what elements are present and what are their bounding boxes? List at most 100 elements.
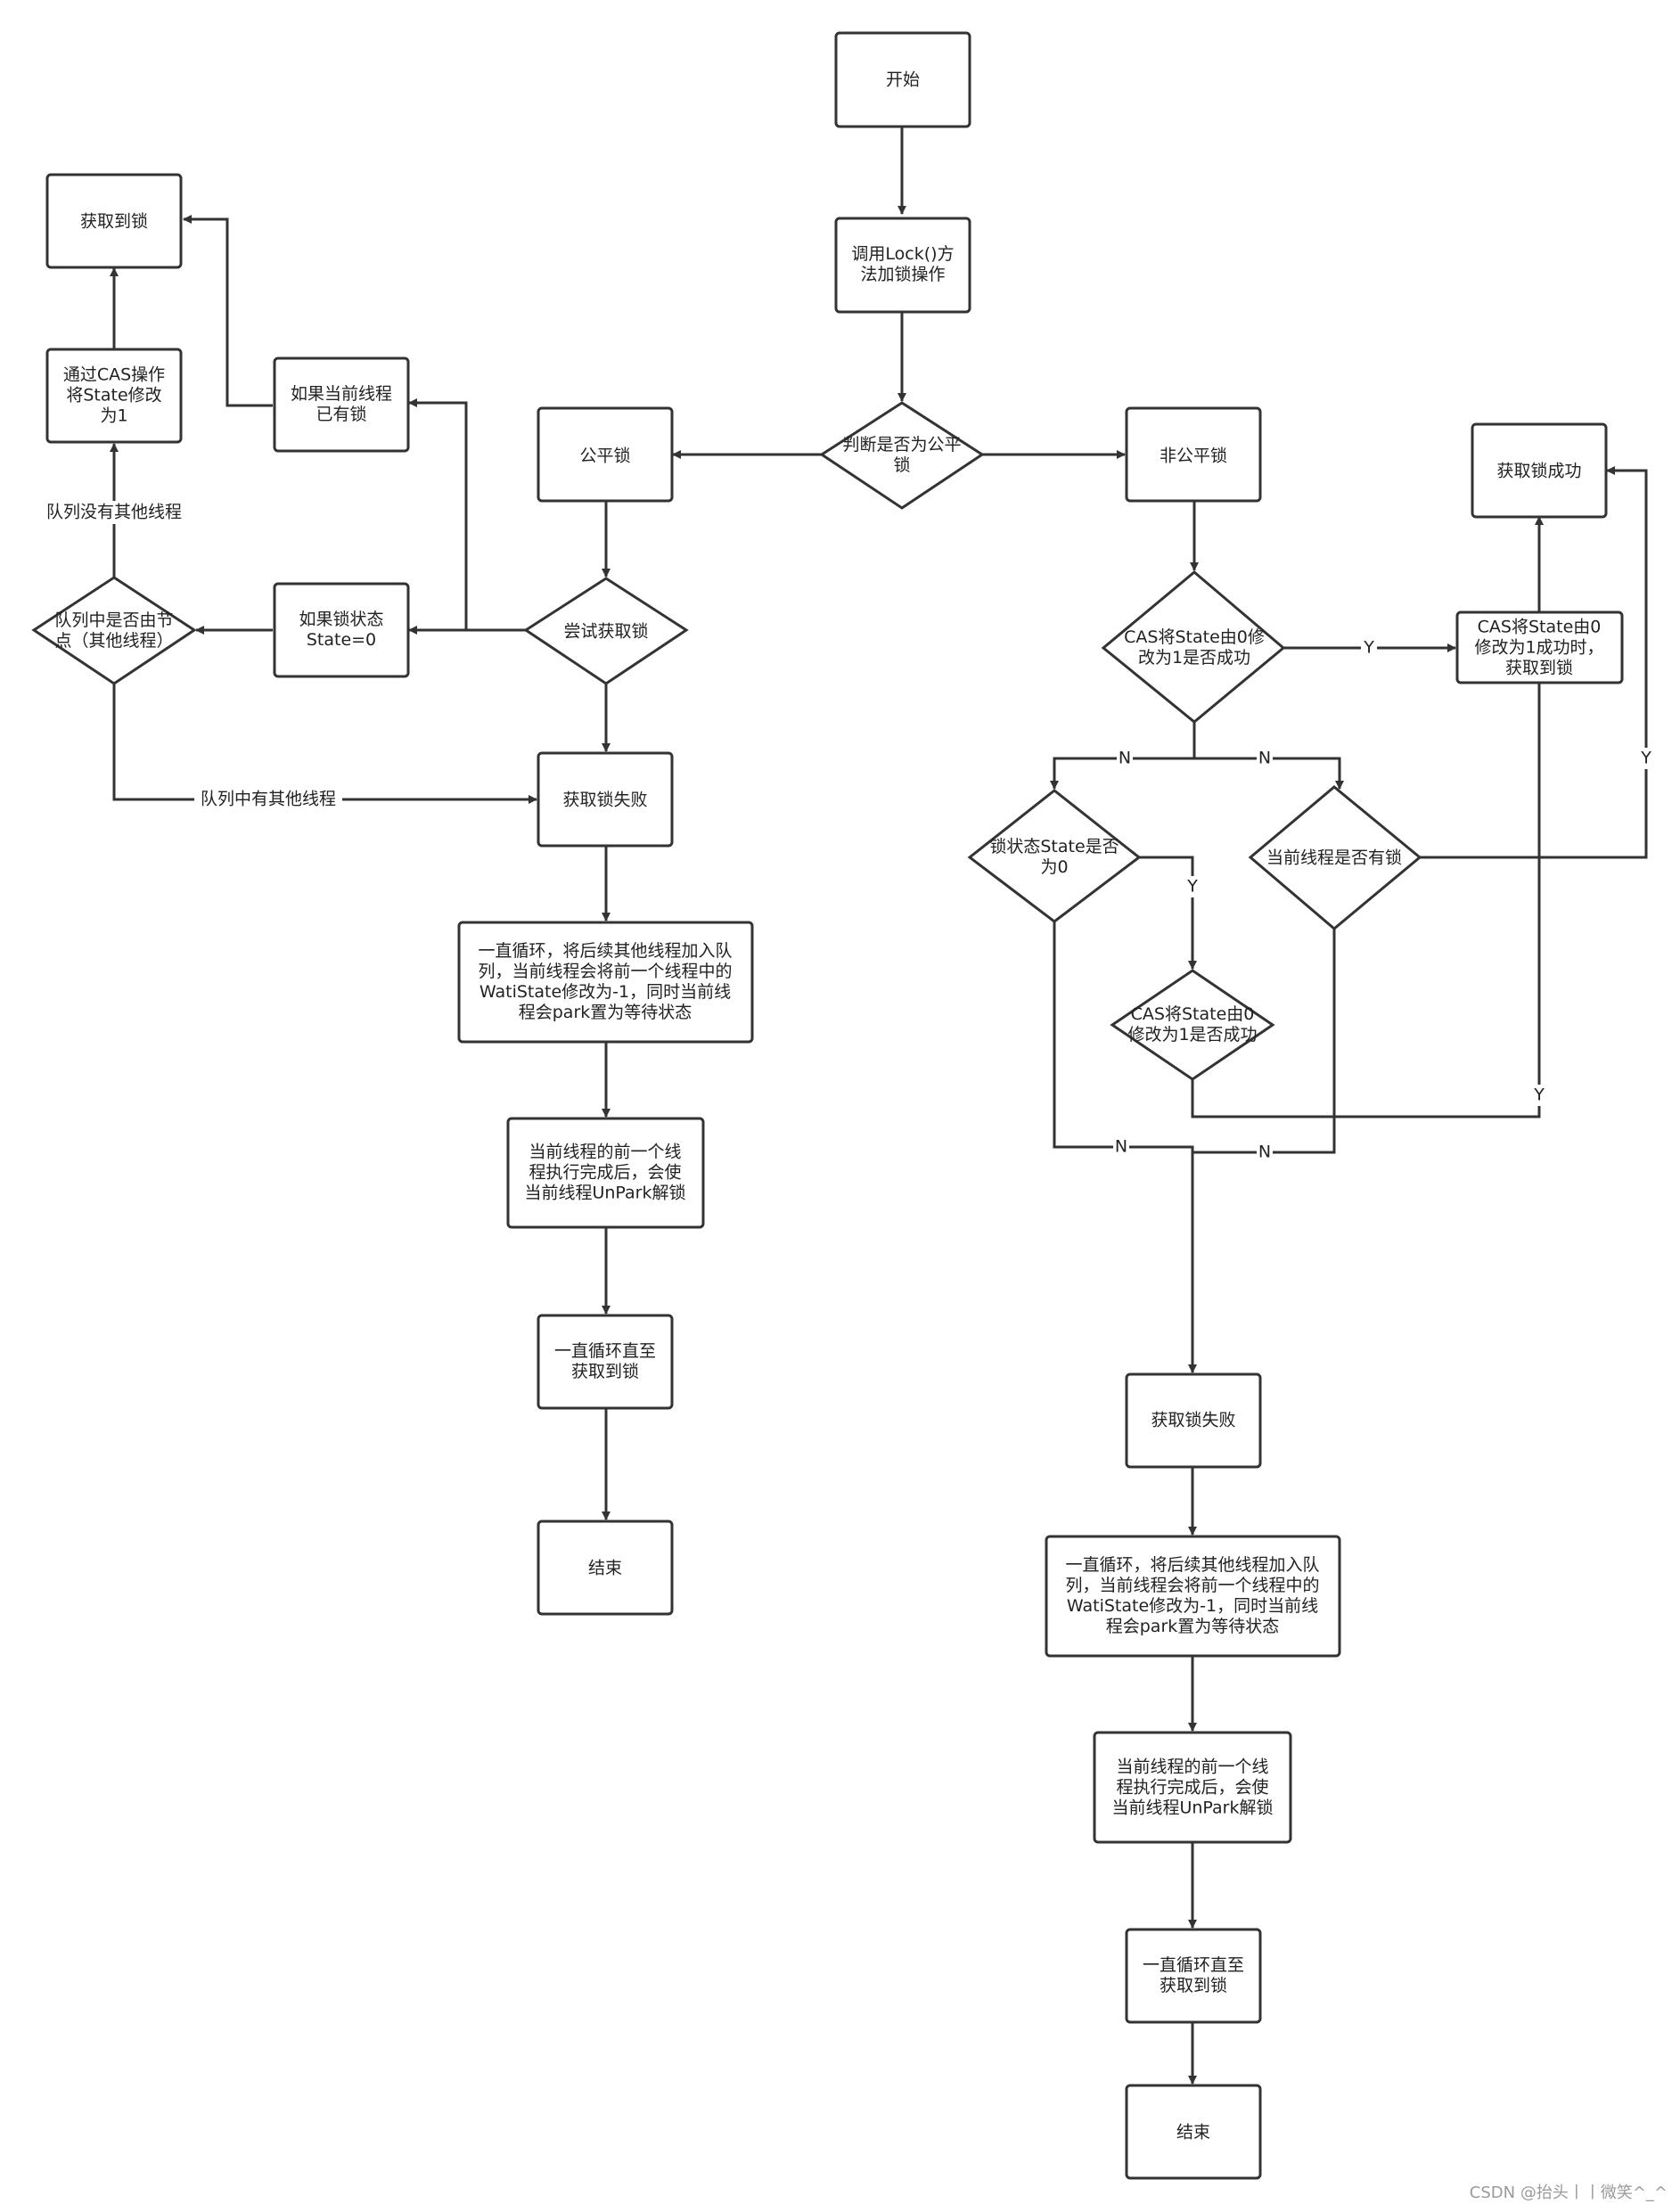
label-line: 法加锁操作 [860,265,945,284]
label-line: 程会park置为等待状态 [1106,1617,1280,1636]
edge-label-n-state-check: N [1119,749,1131,768]
node-start [834,31,971,128]
node-fair-label: 公平锁 [579,446,630,466]
label-line: 当前线程的前一个线 [529,1143,681,1162]
label-line: 程执行完成后，会使 [529,1163,681,1183]
label-line: 一直循环，将后续其他线程加入队 [1065,1555,1319,1575]
node-lock-success-label: 获取锁成功 [1496,462,1581,481]
node-cas-left [45,348,183,444]
edge-labels: 队列没有其他线程 队列中有其他线程 Y N N Y Y Y N N [39,501,1654,1163]
node-nonfair-label: 非公平锁 [1160,446,1227,466]
node-retry-right [1125,1928,1262,2024]
node-unpark-left-label: 当前线程的前一个线程执行完成后，会使当前线程UnPark解锁 [524,1143,685,1203]
edge-label-queue-has: 队列中有其他线程 [201,790,336,809]
label-line: 当前线程UnPark解锁 [1111,1798,1273,1818]
node-end-right [1125,2084,1262,2180]
label-line: 改为1是否成功 [1138,648,1250,668]
edges [110,127,1648,2085]
label-line: 判断是否为公平 [842,435,961,455]
label-line: 程执行完成后，会使 [1116,1778,1268,1798]
node-retry-right-label: 一直循环直至获取到锁 [1143,1955,1244,1995]
watermark: CSDN @抬头丨丨微笑^_^ [1469,2183,1668,2202]
label-line: 列，当前线程会将前一个线程中的 [1065,1576,1319,1595]
node-call-lock [834,217,971,314]
node-end-left-label: 结束 [588,1559,622,1578]
label-line: CAS将State由0 [1478,618,1602,637]
node-retry-left-label: 一直循环直至获取到锁 [554,1341,656,1381]
label-line: 获取到锁 [1160,1976,1227,1995]
label-line: 调用Lock()方 [851,244,954,264]
label-line: 如果锁状态 [299,610,383,629]
node-call-lock-label: 调用Lock()方法加锁操作 [851,244,954,284]
edge-try-to-has-lock [408,398,526,632]
node-queue-check [31,576,197,685]
label-line: 获取到锁 [1505,659,1573,678]
label-line: 通过CAS操作 [63,365,165,385]
node-cas-right-label: CAS将State由0修改为1是否成功 [1124,627,1265,668]
label-line: 锁状态State是否 [989,837,1119,856]
node-state-is-zero-label: 锁状态State是否为0 [989,837,1119,877]
label-line: 队列中是否由节 [54,610,173,630]
edge-label-n-owns-lock-fail: N [1258,1143,1271,1162]
label-line: 为1 [100,406,127,426]
node-owns-lock [1248,785,1422,930]
label-line: 列，当前线程会将前一个线程中的 [478,962,732,981]
node-end-right-label: 结束 [1176,2123,1210,2142]
node-got-lock-left-label: 获取到锁 [80,212,148,232]
node-unpark-right-label: 当前线程的前一个线程执行完成后，会使当前线程UnPark解锁 [1111,1757,1273,1818]
node-loop-left [457,921,754,1044]
node-queue-check-label: 队列中是否由节点（其他线程） [54,610,173,651]
label-line: 将State修改 [66,386,161,406]
node-fair [537,406,674,503]
node-state-is-zero [967,789,1142,923]
label-line: 如果当前线程 [291,384,392,404]
node-fail-left-label: 获取锁失败 [562,791,647,810]
node-fail-left [537,751,674,848]
label-line: 为0 [1040,857,1068,877]
node-state-zero [273,582,410,678]
label-line: 获取到锁 [571,1362,639,1381]
node-fail-right-label: 获取锁失败 [1151,1411,1235,1430]
node-got-lock-left [45,173,183,269]
edge-cas-right-to-owns-lock [1194,757,1344,790]
label-line: WatiState修改为-1，同时当前线 [1067,1596,1318,1616]
node-nonfair [1125,406,1262,503]
label-line: 已有锁 [316,405,366,424]
node-fail-right [1125,1372,1262,1469]
edge-label-queue-empty: 队列没有其他线程 [46,503,182,522]
node-is-fair-label: 判断是否为公平锁 [842,435,961,475]
label-line: 一直循环直至 [554,1341,656,1361]
label-line: 修改为1成功时， [1474,638,1603,658]
node-has-lock-label: 如果当前线程已有锁 [291,384,392,424]
label-line: WatiState修改为-1，同时当前线 [479,982,731,1002]
node-cas-left-label: 通过CAS操作将State修改为1 [63,365,165,426]
label-line: 点（其他线程） [54,631,173,651]
node-is-fair [819,401,985,510]
edge-label-n-owns-lock: N [1258,749,1271,768]
nodes: 开始 调用Lock()方法加锁操作 判断是否为公平锁 公平锁 尝试获取锁 如果锁… [31,31,1624,2180]
label-line: 当前线程的前一个线 [1116,1757,1268,1777]
node-owns-lock-label: 当前线程是否有锁 [1266,848,1402,868]
edge-state-is-zero-to-cas-retry [1139,856,1197,970]
edge-label-y-cas-retry: Y [1533,1086,1545,1105]
node-lock-success [1471,422,1608,519]
edge-queue-check-to-fail-left [112,684,537,804]
label-line: CAS将State由0 [1131,1004,1255,1024]
label-line: 一直循环直至 [1143,1955,1244,1975]
node-try-acquire [523,577,689,685]
edge-label-n-state-zero: N [1115,1137,1127,1157]
node-unpark-right [1093,1731,1292,1844]
node-cas-success [1455,610,1624,684]
node-try-acquire-label: 尝试获取锁 [563,622,648,642]
label-line: 锁 [893,455,910,475]
edge-label-y-cas-success: Y [1363,638,1374,658]
edge-label-y-state-zero: Y [1186,877,1198,897]
edge-has-lock-to-got-lock [183,215,273,407]
node-loop-right [1045,1535,1341,1658]
label-line: State=0 [307,630,376,650]
